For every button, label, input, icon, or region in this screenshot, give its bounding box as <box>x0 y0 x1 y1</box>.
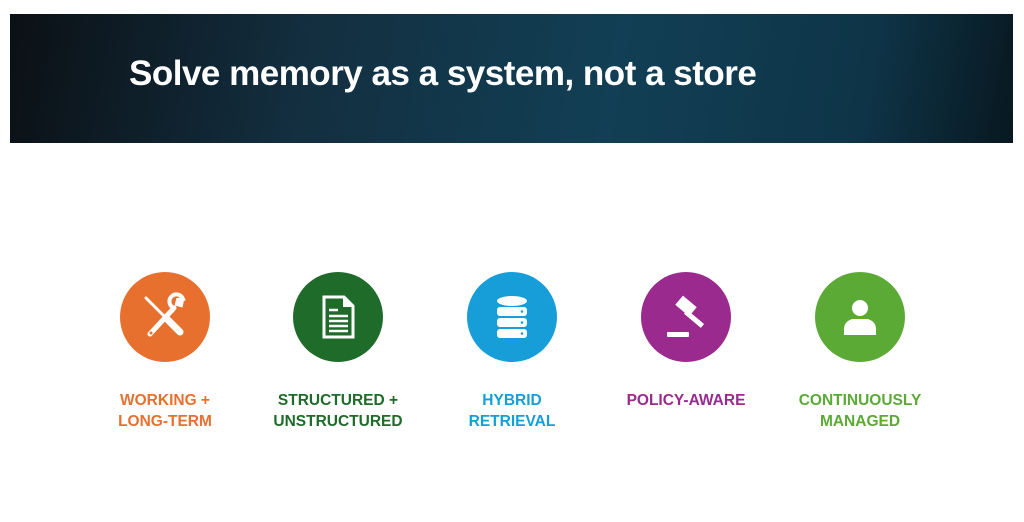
feature-label: POLICY-AWARE <box>626 392 746 409</box>
feature-label: STRUCTURED +UNSTRUCTURED <box>273 392 403 430</box>
page-title: Solve memory as a system, not a store <box>129 54 757 93</box>
tools-icon <box>120 272 210 362</box>
title-banner <box>10 14 1013 143</box>
feature-label: WORKING +LONG-TERM <box>118 392 212 430</box>
feature-working-long-term: WORKING +LONG-TERM <box>75 272 255 432</box>
feature-policy-aware: POLICY-AWARE <box>596 272 776 411</box>
gavel-icon <box>641 272 731 362</box>
user-icon <box>815 272 905 362</box>
document-icon <box>293 272 383 362</box>
database-icon <box>467 272 557 362</box>
feature-structured-unstructured: STRUCTURED +UNSTRUCTURED <box>248 272 428 432</box>
